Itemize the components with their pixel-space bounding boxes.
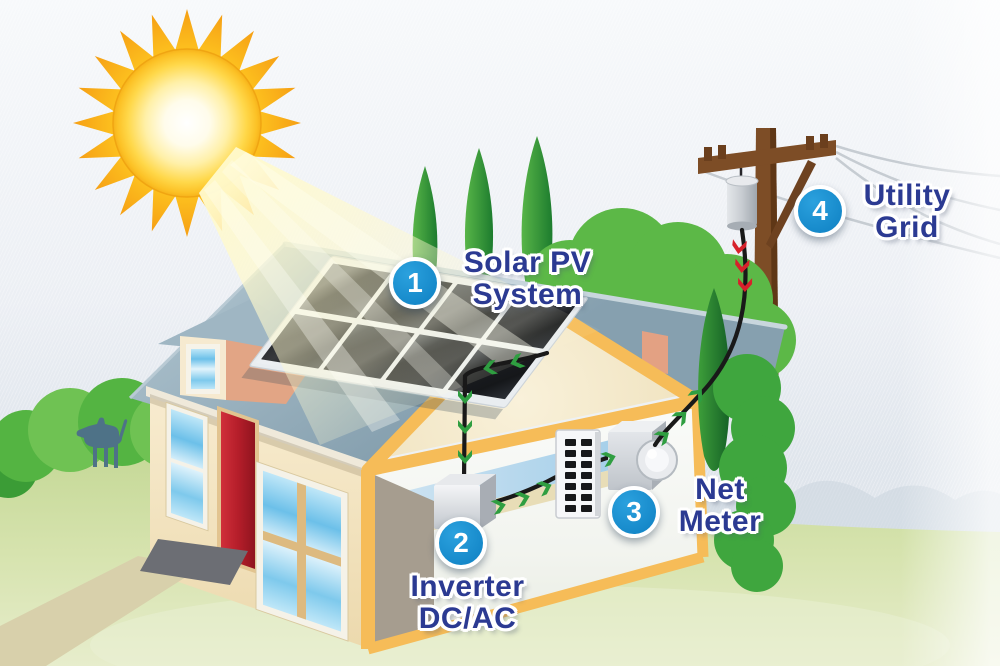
step-number-2: 2 (453, 527, 469, 558)
step-badge-1: 1 (389, 257, 441, 309)
window-large (255, 460, 349, 642)
step-badge-3: 3 (608, 486, 660, 538)
label-net-meter: Net Meter (678, 473, 762, 538)
step-badge-4: 4 (794, 185, 846, 237)
step-number-4: 4 (812, 195, 828, 226)
label-inverter: Inverter DC/AC (410, 570, 525, 635)
transformer (725, 168, 759, 231)
step-number-1: 1 (407, 267, 423, 298)
label-utility-grid: Utility Grid (863, 179, 951, 244)
dormer-window (186, 344, 220, 394)
step-number-3: 3 (626, 496, 642, 527)
step-badge-2: 2 (435, 517, 487, 569)
breaker-panel (555, 429, 601, 519)
window-left (165, 401, 209, 532)
label-solar-pv-system: Solar PV System (463, 246, 592, 311)
